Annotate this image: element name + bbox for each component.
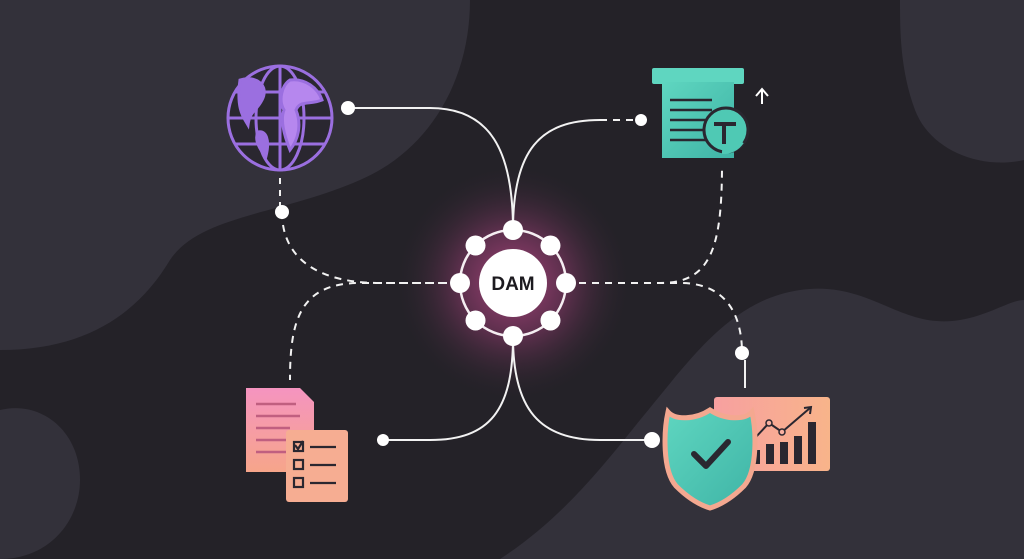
connector-dot (377, 434, 389, 446)
hub-label: DAM (491, 274, 534, 295)
hub-node (540, 235, 561, 256)
connector-dots (275, 101, 749, 448)
connector-dot (635, 114, 647, 126)
connector-globe (348, 107, 514, 231)
connector-hub-shield (512, 336, 652, 441)
upload-arrow-icon (755, 87, 769, 104)
connector-dot (644, 432, 660, 448)
document-sync-icon (652, 68, 769, 158)
connector-dot (341, 101, 355, 115)
connector-dot (275, 205, 289, 219)
hub-core (479, 249, 547, 317)
hub-node (503, 220, 523, 240)
document-checklist-icon (246, 388, 348, 502)
connector-globe-hub (281, 211, 460, 284)
hub-node (556, 273, 576, 293)
hub-node (503, 326, 523, 346)
connector-doc-sync-solid (512, 119, 601, 231)
connector-dot (735, 346, 749, 360)
hub-nodes (450, 220, 576, 346)
connector-hub-docs-solid (383, 336, 514, 441)
connector-hub-docsync-up (566, 164, 723, 284)
shield-chart-icon (662, 397, 830, 511)
hub-node (465, 310, 486, 331)
connector-hub-docs (289, 282, 460, 381)
hub-node (540, 310, 561, 331)
globe-icon (226, 64, 334, 172)
connector-hub-chart (566, 282, 743, 354)
dam-hub[interactable]: DAM (450, 220, 576, 346)
hub-node (450, 273, 470, 293)
hub-node (465, 235, 486, 256)
